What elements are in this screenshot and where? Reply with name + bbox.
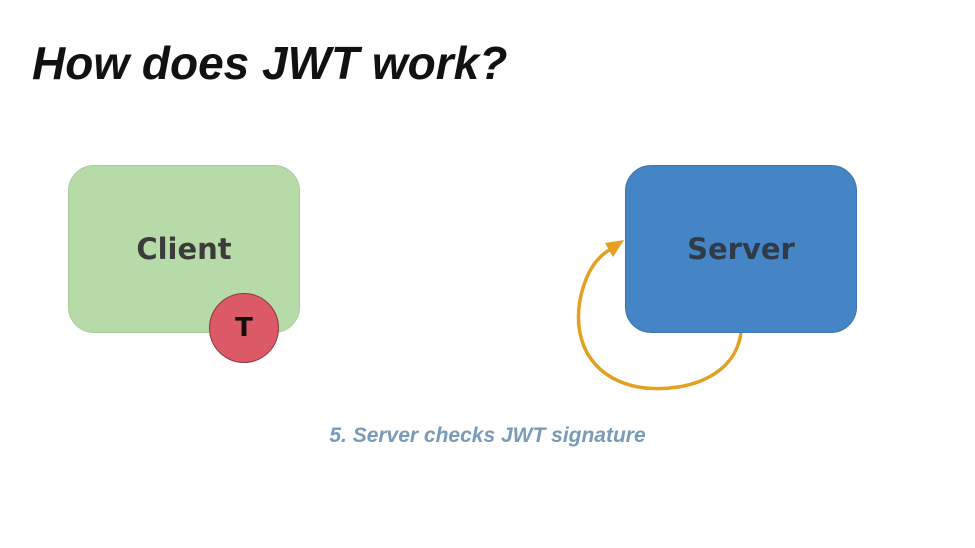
token-badge: T — [209, 293, 279, 363]
slide-title: How does JWT work? — [32, 37, 508, 89]
server-node: Server — [625, 165, 857, 333]
server-label: Server — [687, 232, 795, 266]
step-caption: 5. Server checks JWT signature — [329, 424, 646, 447]
token-label: T — [235, 313, 253, 343]
loop-arrow-head — [605, 240, 624, 257]
loop-arrow-path — [576, 247, 743, 391]
client-label: Client — [136, 232, 232, 266]
